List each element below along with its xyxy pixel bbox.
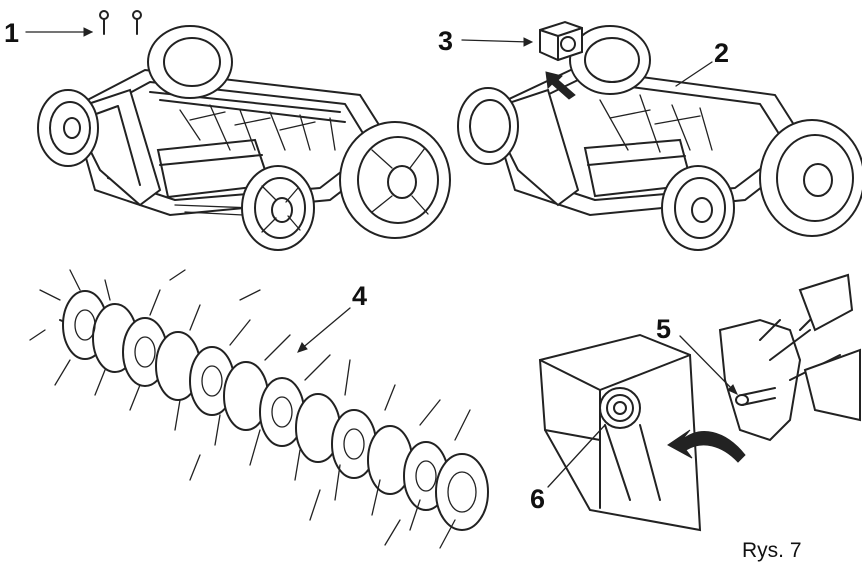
wheel bbox=[147, 25, 233, 99]
bearing-icon bbox=[599, 387, 641, 429]
callout-2: 2 bbox=[714, 38, 729, 68]
panel-3-tine-roller bbox=[29, 269, 489, 549]
callout-1: 1 bbox=[4, 18, 19, 48]
wheel bbox=[37, 89, 99, 167]
screw-icon bbox=[99, 10, 109, 35]
panel-1-scarifier bbox=[25, 10, 451, 251]
figure-caption: Rys. 7 bbox=[742, 539, 802, 562]
roller-discs bbox=[62, 290, 489, 531]
arrow-icon bbox=[545, 71, 576, 100]
callout-4: 4 bbox=[352, 281, 367, 311]
callout-5: 5 bbox=[656, 314, 671, 344]
callout-6: 6 bbox=[530, 484, 545, 514]
panel-2-bearing-removal bbox=[457, 20, 862, 251]
curved-arrow-icon bbox=[667, 429, 746, 463]
wheel bbox=[339, 121, 451, 239]
panel-4-bearing-detail bbox=[538, 273, 861, 532]
screw-icon bbox=[132, 10, 142, 35]
callout-3: 3 bbox=[438, 26, 453, 56]
wheel bbox=[241, 165, 315, 251]
bearing-block-icon bbox=[539, 20, 583, 62]
